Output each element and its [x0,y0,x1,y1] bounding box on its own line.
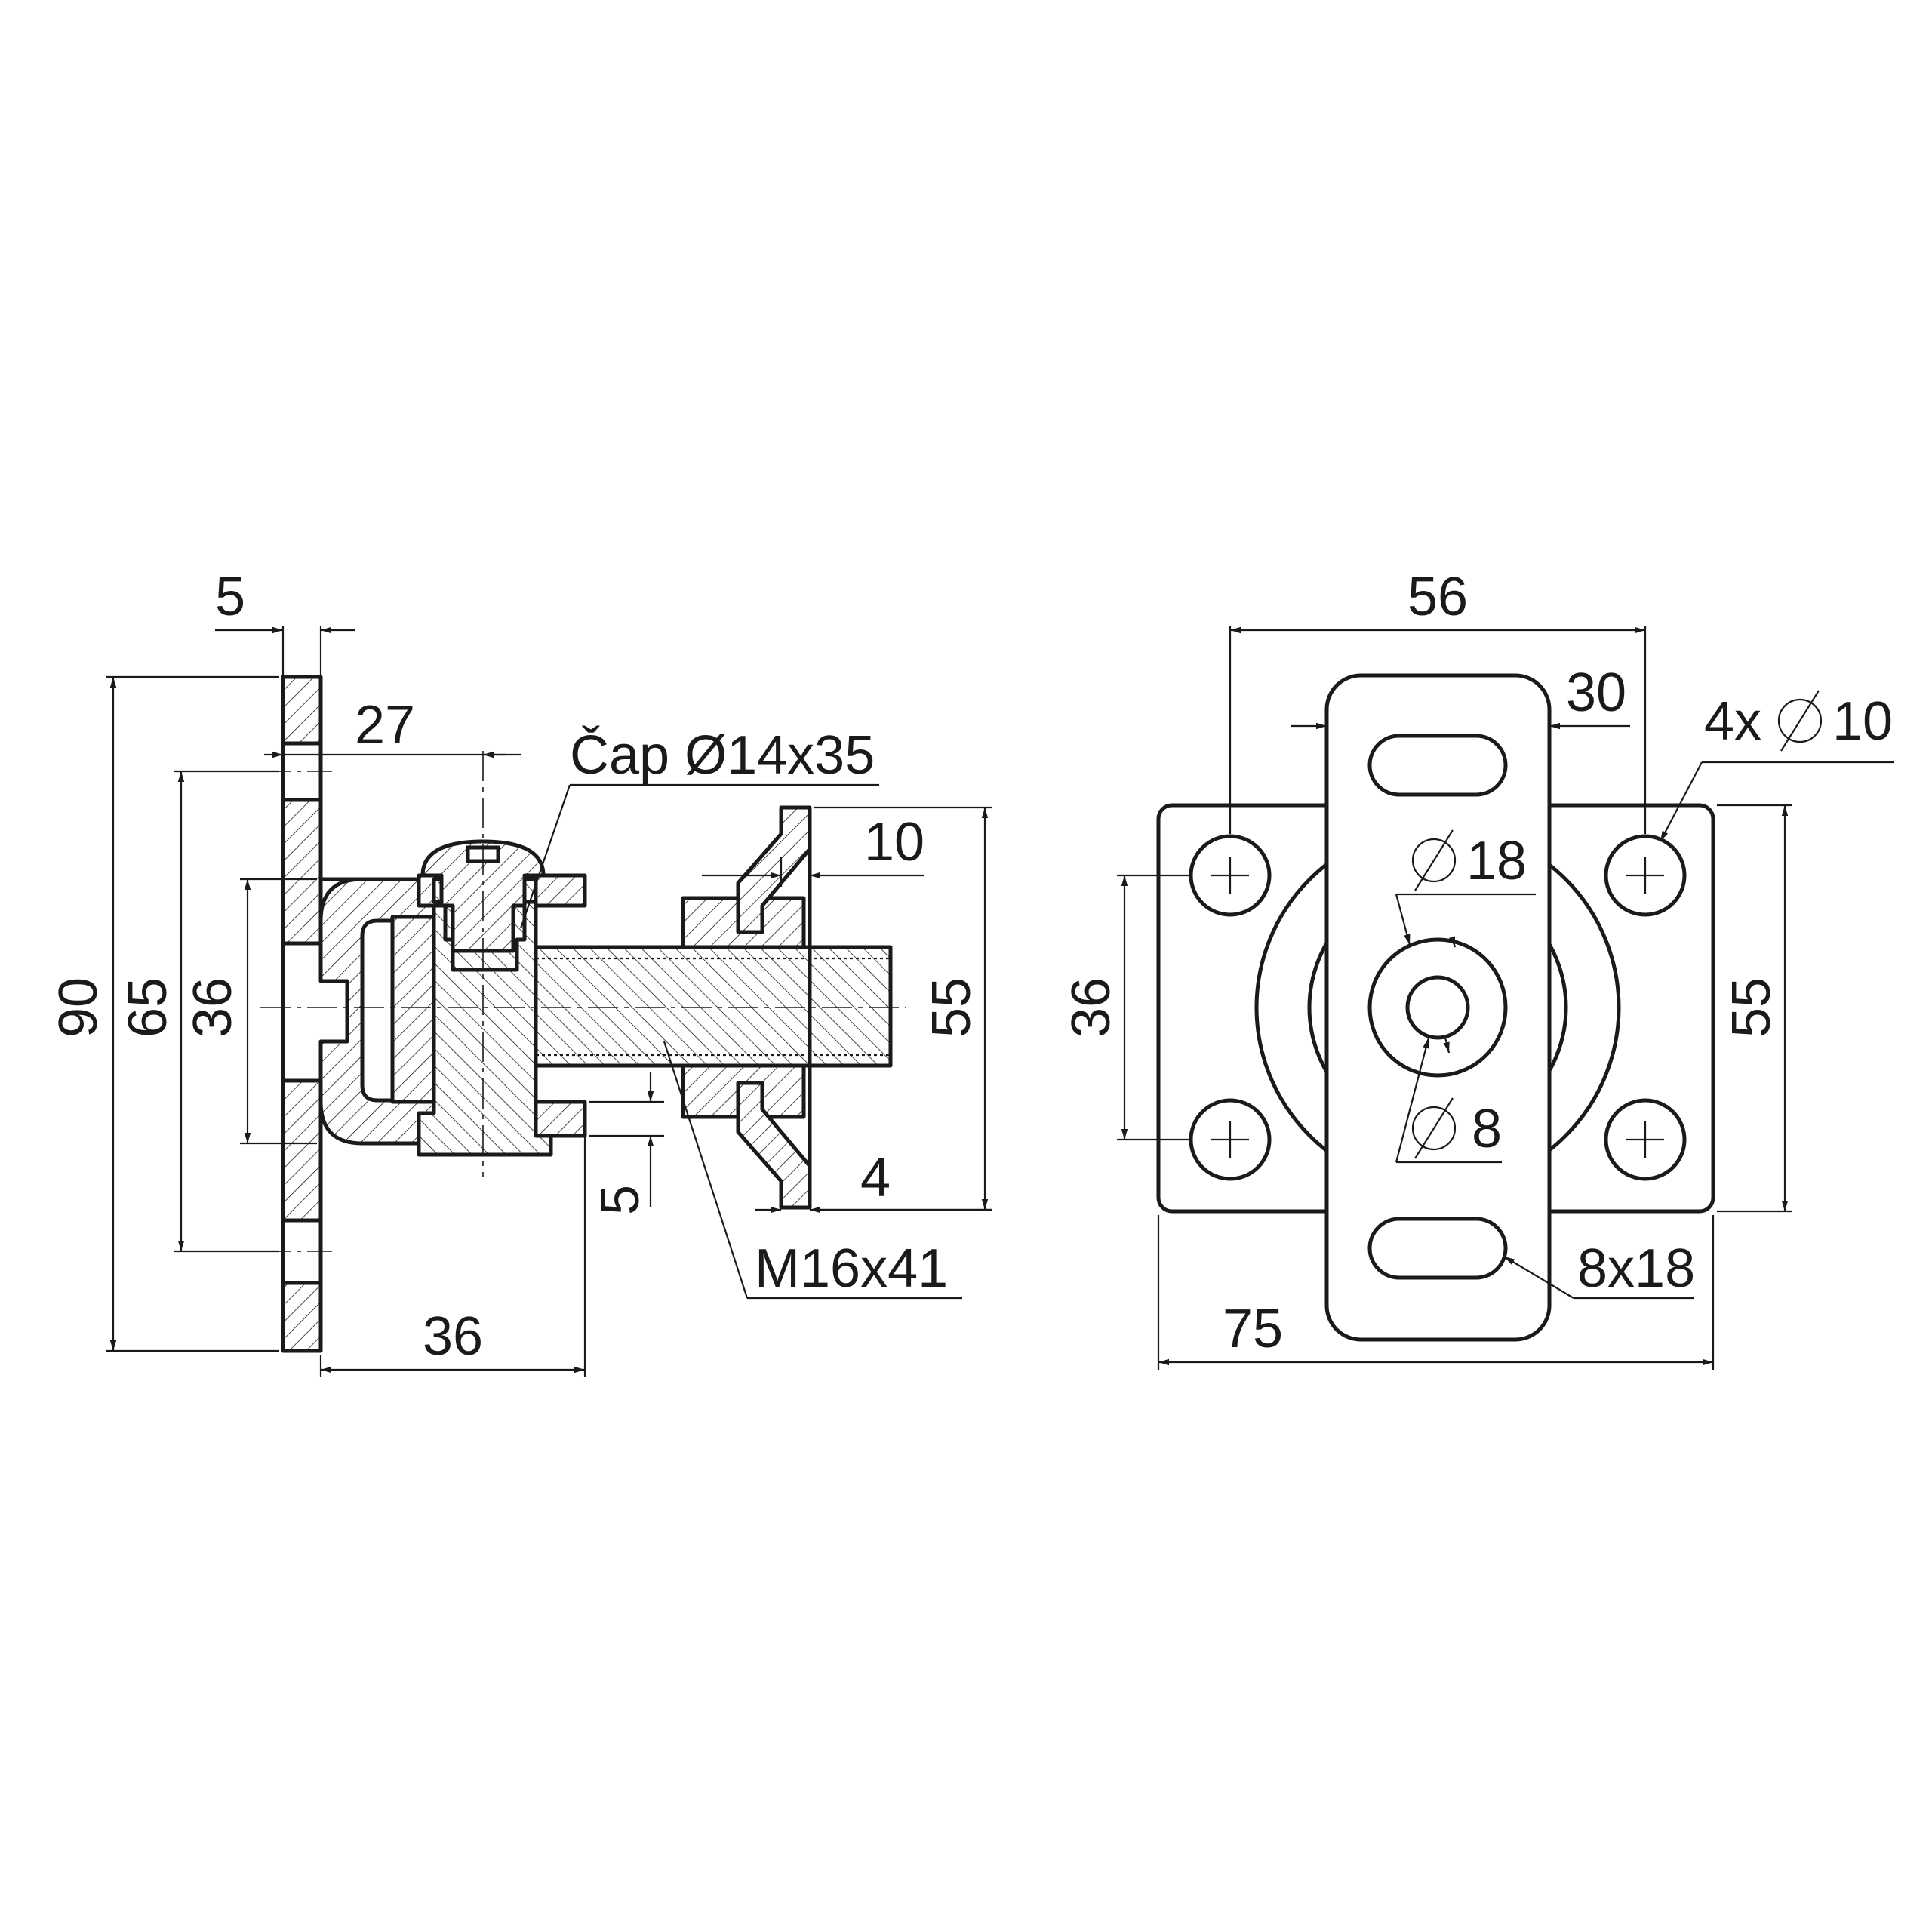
pin-label: Čap Ø14x35 [570,725,875,786]
dim-hole-spacing-y-label: 36 [1061,977,1121,1038]
boss [1367,937,1508,1078]
dim-inner-height: 36 [183,878,317,1145]
dim-offset-label: 27 [355,695,415,755]
front-view: 56 30 4x 10 18 [1061,567,1894,1370]
dim-gap: 5 [589,1072,664,1215]
side-view: 5 27 90 65 [48,567,992,1377]
dim-bracket-height: 55 [814,806,992,1211]
dim-gap-label: 5 [590,1185,651,1215]
u-bracket [318,877,436,1146]
dim-strap-width: 30 [1291,663,1630,730]
dim-holes-count: 4x [1704,691,1761,752]
dim-bracket-height-label: 55 [921,977,982,1038]
dim-bracket-thickness-label: 10 [864,812,924,872]
dim-hole-spacing-x-label: 56 [1407,567,1468,627]
dim-projection: 36 [319,1136,586,1377]
diameter-icon [1411,829,1457,891]
slot-top [1367,734,1508,797]
dim-hole-spacing-x: 56 [1229,567,1647,834]
diameter-icon [1411,1097,1457,1159]
dim-plate-thickness: 5 [215,567,355,675]
dim-wall: 4 [755,1148,992,1214]
dim-boss-diameter-label: 18 [1466,831,1527,891]
dim-bracket-thickness: 10 [702,812,924,887]
diameter-icon [1777,690,1823,752]
slot-bottom [1367,1217,1508,1280]
dim-boss-diameter: 18 [1395,829,1536,948]
wall-plate [281,675,347,1353]
mounting-holes [1189,834,1687,1181]
bore [1405,975,1470,1040]
dim-holes-diameter: 10 [1832,691,1893,752]
dim-offset: 27 [264,695,521,758]
strap [1324,673,1552,1342]
dim-holes: 4x 10 [1660,690,1894,842]
dim-slot: 8x18 [1503,1238,1695,1300]
thread-label: M16x41 [755,1238,948,1299]
dim-wall-label: 4 [860,1148,891,1208]
dim-hole-spacing: 65 [118,770,279,1253]
dim-projection-label: 36 [423,1306,483,1367]
dim-bore-diameter-label: 8 [1472,1099,1502,1159]
dim-bore-diameter: 8 [1395,1037,1502,1164]
spacer-block [390,915,436,1104]
dim-plate-height: 55 [1717,804,1792,1213]
dim-total-height-label: 90 [48,977,109,1038]
dim-inner-height-label: 36 [183,977,243,1038]
dim-hole-spacing-y: 36 [1061,874,1189,1141]
dim-plate-thickness-label: 5 [215,567,245,627]
pin-leader: Čap Ø14x35 [519,725,879,929]
dim-hole-spacing-label: 65 [118,977,178,1038]
threaded-bolt [534,945,893,1068]
dim-plate-width-label: 75 [1223,1299,1283,1359]
dim-slot-label: 8x18 [1577,1238,1695,1299]
dim-strap-width-label: 30 [1566,663,1626,723]
dim-total-height: 90 [48,675,279,1352]
dim-plate-width: 75 [1157,1215,1715,1370]
dim-plate-height-label: 55 [1721,977,1782,1038]
thread-leader: M16x41 [663,1041,962,1300]
